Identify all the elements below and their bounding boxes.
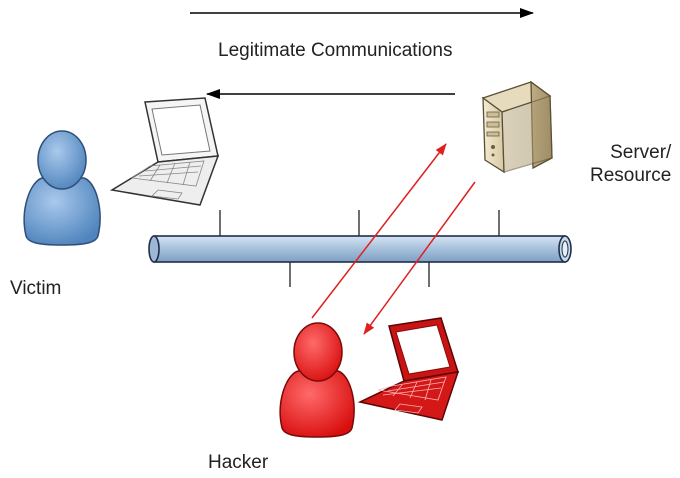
server-tower-icon bbox=[481, 80, 553, 174]
network-bus bbox=[148, 235, 572, 263]
server-resource-label: Server/ Resource bbox=[590, 142, 671, 188]
attack-arrow-down bbox=[363, 181, 476, 335]
attack-arrow-up bbox=[311, 143, 447, 319]
hacker-person-icon bbox=[279, 322, 355, 438]
hacker-label: Hacker bbox=[208, 452, 269, 473]
victim-label: Victim bbox=[10, 278, 62, 299]
server-label-line1: Server/ bbox=[610, 142, 672, 163]
network-drops bbox=[219, 210, 500, 287]
legitimate-communications-label: Legitimate Communications bbox=[218, 40, 453, 61]
server-label-line2: Resource bbox=[590, 164, 672, 186]
hacker-laptop-icon bbox=[357, 317, 460, 421]
victim-person-icon bbox=[23, 130, 101, 246]
victim-laptop-icon bbox=[109, 97, 220, 206]
